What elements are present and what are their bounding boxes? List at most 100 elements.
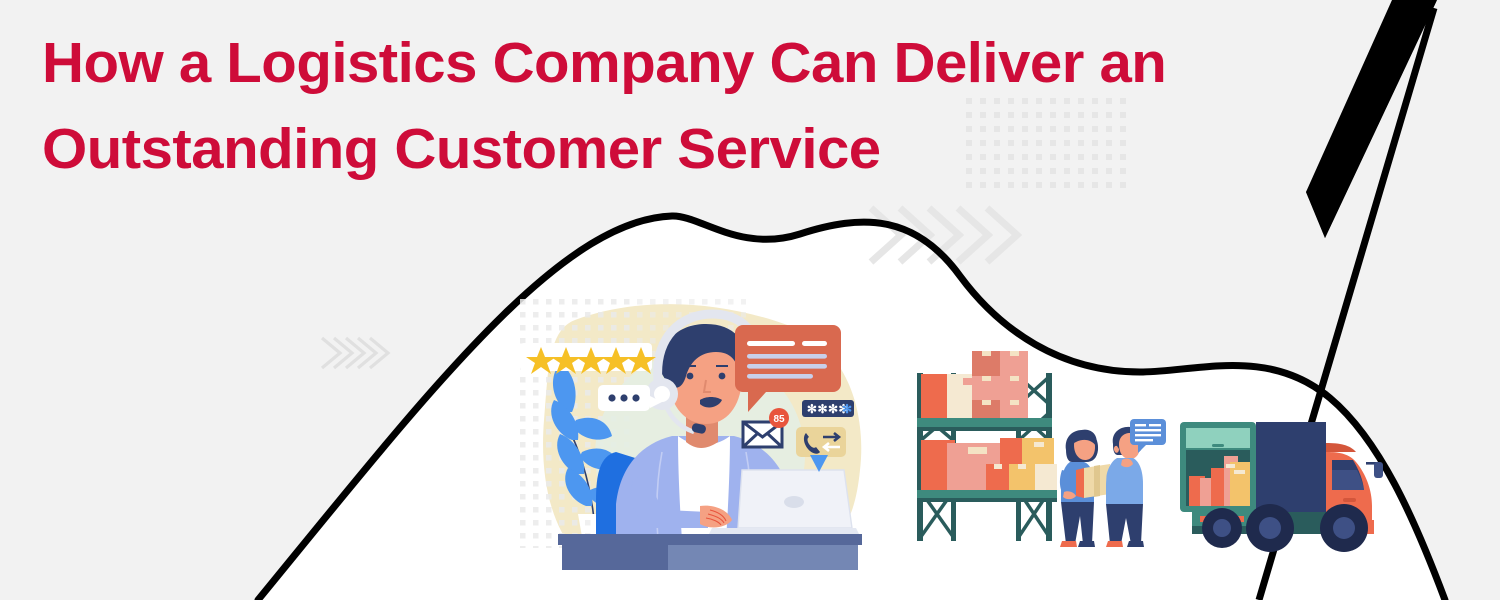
worker-woman — [1059, 429, 1099, 547]
cargo-box-2 — [1200, 478, 1214, 506]
plant-leaf-7 — [565, 468, 593, 506]
rack-box-u8 — [1000, 400, 1028, 420]
rack-box-l7 — [1035, 464, 1057, 490]
headset-mic-boom — [663, 405, 695, 435]
chat-bubble-tail — [1138, 444, 1146, 453]
truck-door-handle — [1343, 498, 1356, 502]
truck-wheel-rear-1-hub — [1213, 519, 1231, 537]
phone-icon — [803, 433, 820, 454]
truck-mirror-arm — [1366, 462, 1378, 465]
warehouse-rack — [917, 351, 1057, 541]
arrow-right-icon — [823, 431, 842, 443]
laptop-logo — [784, 496, 804, 508]
plant-leaf-5 — [557, 434, 585, 474]
agent-arm — [630, 474, 708, 528]
desk-top — [558, 534, 862, 545]
password-badge-text: ✻✻✻✻ — [807, 402, 849, 416]
agent-eye-left — [686, 372, 694, 380]
truck-mirror — [1374, 462, 1383, 478]
rack-box-l3 — [1000, 438, 1022, 467]
chat-bubble-lines — [1135, 424, 1161, 442]
truck-wheel-front-hub — [1333, 517, 1355, 539]
headset-mic — [691, 423, 706, 434]
rack-box-tapes-lower — [994, 464, 1026, 469]
headset-earcup-inner — [652, 384, 672, 404]
rack-shelf-2 — [917, 490, 1057, 498]
desk-front-left — [562, 545, 668, 570]
cargo-box-5 — [1230, 462, 1250, 506]
message-line-1b — [802, 341, 827, 346]
message-line-2 — [747, 354, 827, 359]
woman-hand — [1063, 491, 1076, 500]
rack-shelf-1b — [917, 427, 1052, 431]
message-line-4 — [747, 374, 813, 379]
cargo-box-3 — [1211, 468, 1226, 506]
chevron-group-left — [320, 336, 391, 370]
star-1 — [526, 347, 556, 374]
plant-leaf-3 — [551, 400, 579, 440]
woman-pants — [1061, 502, 1094, 544]
truck-window-glass — [1332, 470, 1364, 490]
rack-shelf-1 — [917, 418, 1052, 427]
man-forearm — [1110, 464, 1128, 492]
mail-count-badge — [769, 408, 789, 428]
held-parcel — [1076, 464, 1110, 498]
man-ear — [1113, 445, 1119, 453]
five-star-rating — [520, 343, 656, 374]
message-bubble — [735, 325, 841, 412]
delivery-truck — [1180, 422, 1383, 552]
cargo-box-5-tape — [1234, 470, 1245, 474]
growth-arrow-barb — [1306, 0, 1437, 238]
woman-arm — [1059, 470, 1074, 498]
truck-wheel-rear-2-hub — [1259, 517, 1281, 539]
plant-leaf-1 — [552, 363, 576, 412]
desk-front-right — [668, 545, 858, 570]
dot-grid-top-right — [958, 92, 1126, 196]
s-curve — [254, 212, 1449, 600]
woman-shoe-right — [1078, 541, 1095, 547]
typing-bubble-tail — [650, 396, 662, 408]
agent-nose — [702, 379, 711, 393]
typing-dot-2 — [620, 394, 628, 402]
truck-rear-handle — [1212, 444, 1224, 447]
truck-cab-roof — [1326, 443, 1356, 452]
truck-rear-top — [1186, 428, 1250, 448]
agent-beard — [700, 397, 722, 408]
plant-leaf-2 — [572, 417, 612, 440]
cargo-box-4-tape — [1226, 464, 1235, 468]
cursor-icon — [810, 455, 828, 472]
man-hand — [1121, 458, 1133, 468]
message-line-1a — [747, 341, 795, 346]
rack-box-l2-tape — [968, 447, 987, 454]
agent-eye-right — [718, 372, 726, 380]
rack-shelf-2b — [917, 498, 1057, 502]
rack-box-tapes-upper — [982, 351, 1019, 405]
password-masked: ✻✻✻✻ ✻ — [802, 400, 854, 417]
agent-hair — [661, 324, 749, 388]
unread-mail: 85 — [741, 408, 789, 449]
message-bubble-tail — [748, 390, 766, 412]
call-transfer — [796, 427, 846, 472]
man-shoe-right — [1127, 541, 1144, 547]
star-2 — [551, 347, 581, 374]
star-4 — [601, 347, 631, 374]
worker-chat-bubble — [1130, 419, 1166, 453]
mail-count-text: 85 — [773, 414, 785, 425]
star-5 — [626, 347, 656, 374]
star-3 — [576, 347, 606, 374]
truck-container — [1256, 422, 1326, 514]
typing-dot-1 — [608, 394, 616, 402]
arrow-left-icon — [821, 441, 840, 453]
woman-shoe-left — [1060, 541, 1077, 547]
message-line-3 — [747, 364, 827, 369]
rack-box-u7 — [972, 400, 1000, 420]
envelope-fold-l — [741, 432, 759, 449]
rack-box-l5 — [986, 464, 1009, 490]
agent-jacket-lapel-l — [656, 451, 663, 541]
man-pants — [1106, 504, 1143, 544]
woman-hair-front — [1072, 429, 1097, 446]
password-badge-bg — [802, 400, 854, 417]
parcel-box-side — [1076, 468, 1084, 498]
